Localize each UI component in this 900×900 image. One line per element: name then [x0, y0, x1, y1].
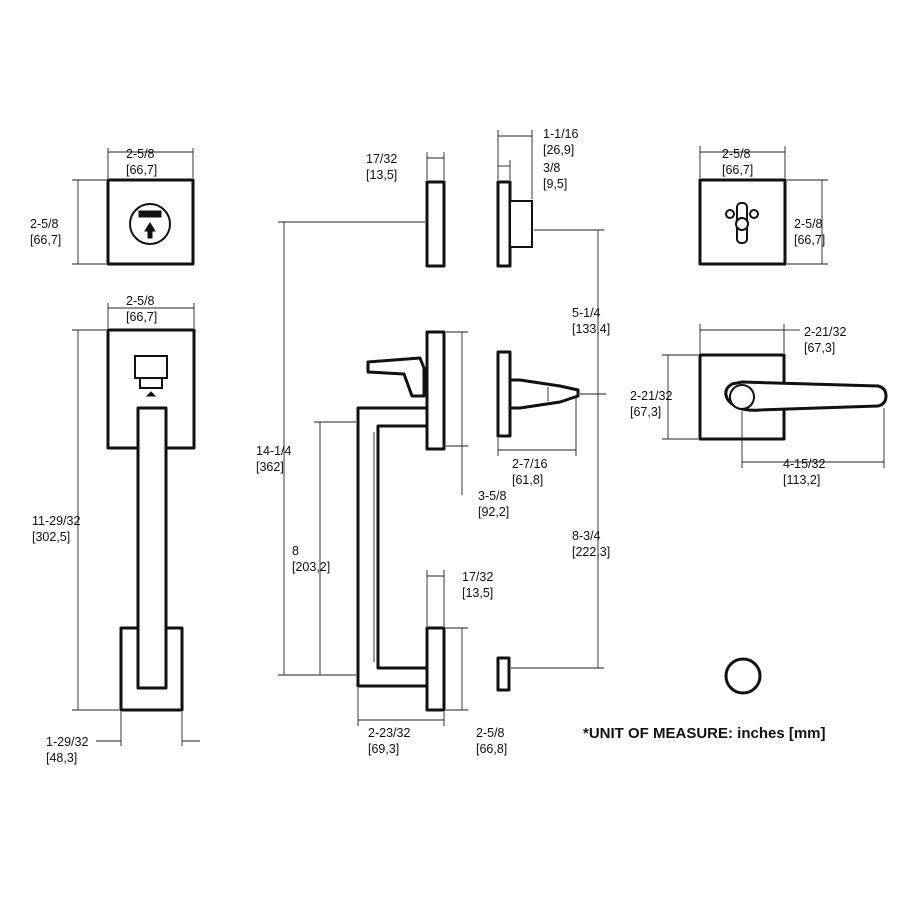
deadbolt-width-metric: [66,7]	[126, 163, 157, 177]
deadbolt-height-label: 2-5/8 [66,7]	[30, 217, 61, 247]
lever-to-deadbolt-spacing-label: 5-1/4 [133,4]	[572, 306, 610, 336]
lever-projection-metric: [61,8]	[512, 473, 543, 487]
thumbturn-width-metric: [66,7]	[722, 163, 753, 177]
grip-length-imperial: 8	[292, 544, 299, 558]
side-plate-thickness-top-imperial: 17/32	[366, 152, 397, 166]
interior-deadbolt-depth-imperial: 1-1/16	[543, 127, 578, 141]
grip-projection-imperial: 2-23/32	[368, 726, 410, 740]
side-plate-thickness-bottom-metric: [13,5]	[462, 586, 493, 600]
deadbolt-height-metric: [66,7]	[30, 233, 61, 247]
interior-rose-thickness-imperial: 3/8	[543, 161, 560, 175]
deadbolt-width-imperial: 2-5/8	[126, 147, 155, 161]
center-right-dimension-lines	[497, 130, 606, 669]
lever-to-bottom-spacing-imperial: 8-3/4	[572, 529, 601, 543]
interior-rose-thickness-label: 3/8 [9,5]	[543, 161, 567, 191]
deadbolt-width-label: 2-5/8 [66,7]	[126, 147, 157, 177]
side-overall-height-imperial: 14-1/4	[256, 444, 291, 458]
side-plate-thickness-bottom-label: 17/32 [13,5]	[462, 570, 493, 600]
thumbturn-height-metric: [66,7]	[794, 233, 825, 247]
bottom-plate-height-metric: [66,8]	[476, 742, 507, 756]
side-profile-handleset	[356, 180, 446, 712]
exterior-deadbolt	[106, 178, 195, 266]
handleset-plate-width-metric: [66,7]	[126, 310, 157, 324]
handleset-plate-width-label: 2-5/8 [66,7]	[126, 294, 157, 324]
thumbturn-width-label: 2-5/8 [66,7]	[722, 147, 753, 177]
lever-projection-label: 2-7/16 [61,8]	[512, 457, 547, 487]
side-plate-height-label: 3-5/8 [92,2]	[478, 489, 509, 519]
lever-length-imperial: 4-15/32	[783, 457, 825, 471]
lever-to-deadbolt-spacing-metric: [133,4]	[572, 322, 610, 336]
deadbolt-height-imperial: 2-5/8	[30, 217, 59, 231]
thumbturn-width-imperial: 2-5/8	[722, 147, 751, 161]
grip-length-metric: [203,2]	[292, 560, 330, 574]
grip-length-label: 8 [203,2]	[292, 544, 330, 574]
center-left-dimension-lines	[278, 152, 468, 726]
side-plate-height-metric: [92,2]	[478, 505, 509, 519]
lever-rose-width-imperial: 2-21/32	[804, 325, 846, 339]
lever-projection-imperial: 2-7/16	[512, 457, 547, 471]
side-plate-thickness-top-metric: [13,5]	[366, 168, 397, 182]
handleset-bottom-width-imperial: 1-29/32	[46, 735, 88, 749]
lever-rose-height-label: 2-21/32 [67,3]	[630, 389, 672, 419]
lever-rose-width-label: 2-21/32 [67,3]	[804, 325, 846, 355]
lever-to-bottom-spacing-label: 8-3/4 [222,3]	[572, 529, 610, 559]
lever-rose-height-imperial: 2-21/32	[630, 389, 672, 403]
handleset-plate-width-imperial: 2-5/8	[126, 294, 155, 308]
left-dimension-lines	[72, 148, 200, 746]
lever-to-deadbolt-spacing-imperial: 5-1/4	[572, 306, 601, 320]
handleset-bottom-width-label: 1-29/32 [48,3]	[46, 735, 88, 765]
bottom-plate-height-imperial: 2-5/8	[476, 726, 505, 740]
interior-rose-thickness-metric: [9,5]	[543, 177, 567, 191]
side-plate-height-imperial: 3-5/8	[478, 489, 507, 503]
side-overall-height-label: 14-1/4 [362]	[256, 444, 291, 474]
interior-cylinder-ring	[724, 657, 762, 695]
bottom-plate-height-label: 2-5/8 [66,8]	[476, 726, 507, 756]
lever-rose-height-metric: [67,3]	[630, 405, 661, 419]
grip-projection-label: 2-23/32 [69,3]	[368, 726, 410, 756]
exterior-handleset	[106, 328, 196, 712]
handleset-height-metric: [302,5]	[32, 530, 70, 544]
lever-length-label: 4-15/32 [113,2]	[783, 457, 825, 487]
handleset-height-label: 11-29/32 [302,5]	[32, 514, 80, 544]
handleset-height-imperial: 11-29/32	[32, 514, 80, 528]
grip-projection-metric: [69,3]	[368, 742, 399, 756]
side-plate-thickness-bottom-imperial: 17/32	[462, 570, 493, 584]
interior-thumbturn	[698, 178, 787, 266]
interior-deadbolt-depth-metric: [26,9]	[543, 143, 574, 157]
interior-lever	[698, 353, 888, 441]
interior-deadbolt-depth-label: 1-1/16 [26,9]	[543, 127, 578, 157]
right-dimension-lines	[662, 146, 885, 468]
side-overall-height-metric: [362]	[256, 460, 284, 474]
lever-length-metric: [113,2]	[783, 473, 820, 487]
interior-side-profile	[496, 180, 580, 692]
lever-rose-width-metric: [67,3]	[804, 341, 835, 355]
thumbturn-height-imperial: 2-5/8	[794, 217, 823, 231]
lever-to-bottom-spacing-metric: [222,3]	[572, 545, 610, 559]
side-plate-thickness-top-label: 17/32 [13,5]	[366, 152, 397, 182]
handleset-bottom-width-metric: [48,3]	[46, 751, 77, 765]
thumbturn-height-label: 2-5/8 [66,7]	[794, 217, 825, 247]
unit-of-measure-note: *UNIT OF MEASURE: inches [mm]	[583, 725, 826, 742]
